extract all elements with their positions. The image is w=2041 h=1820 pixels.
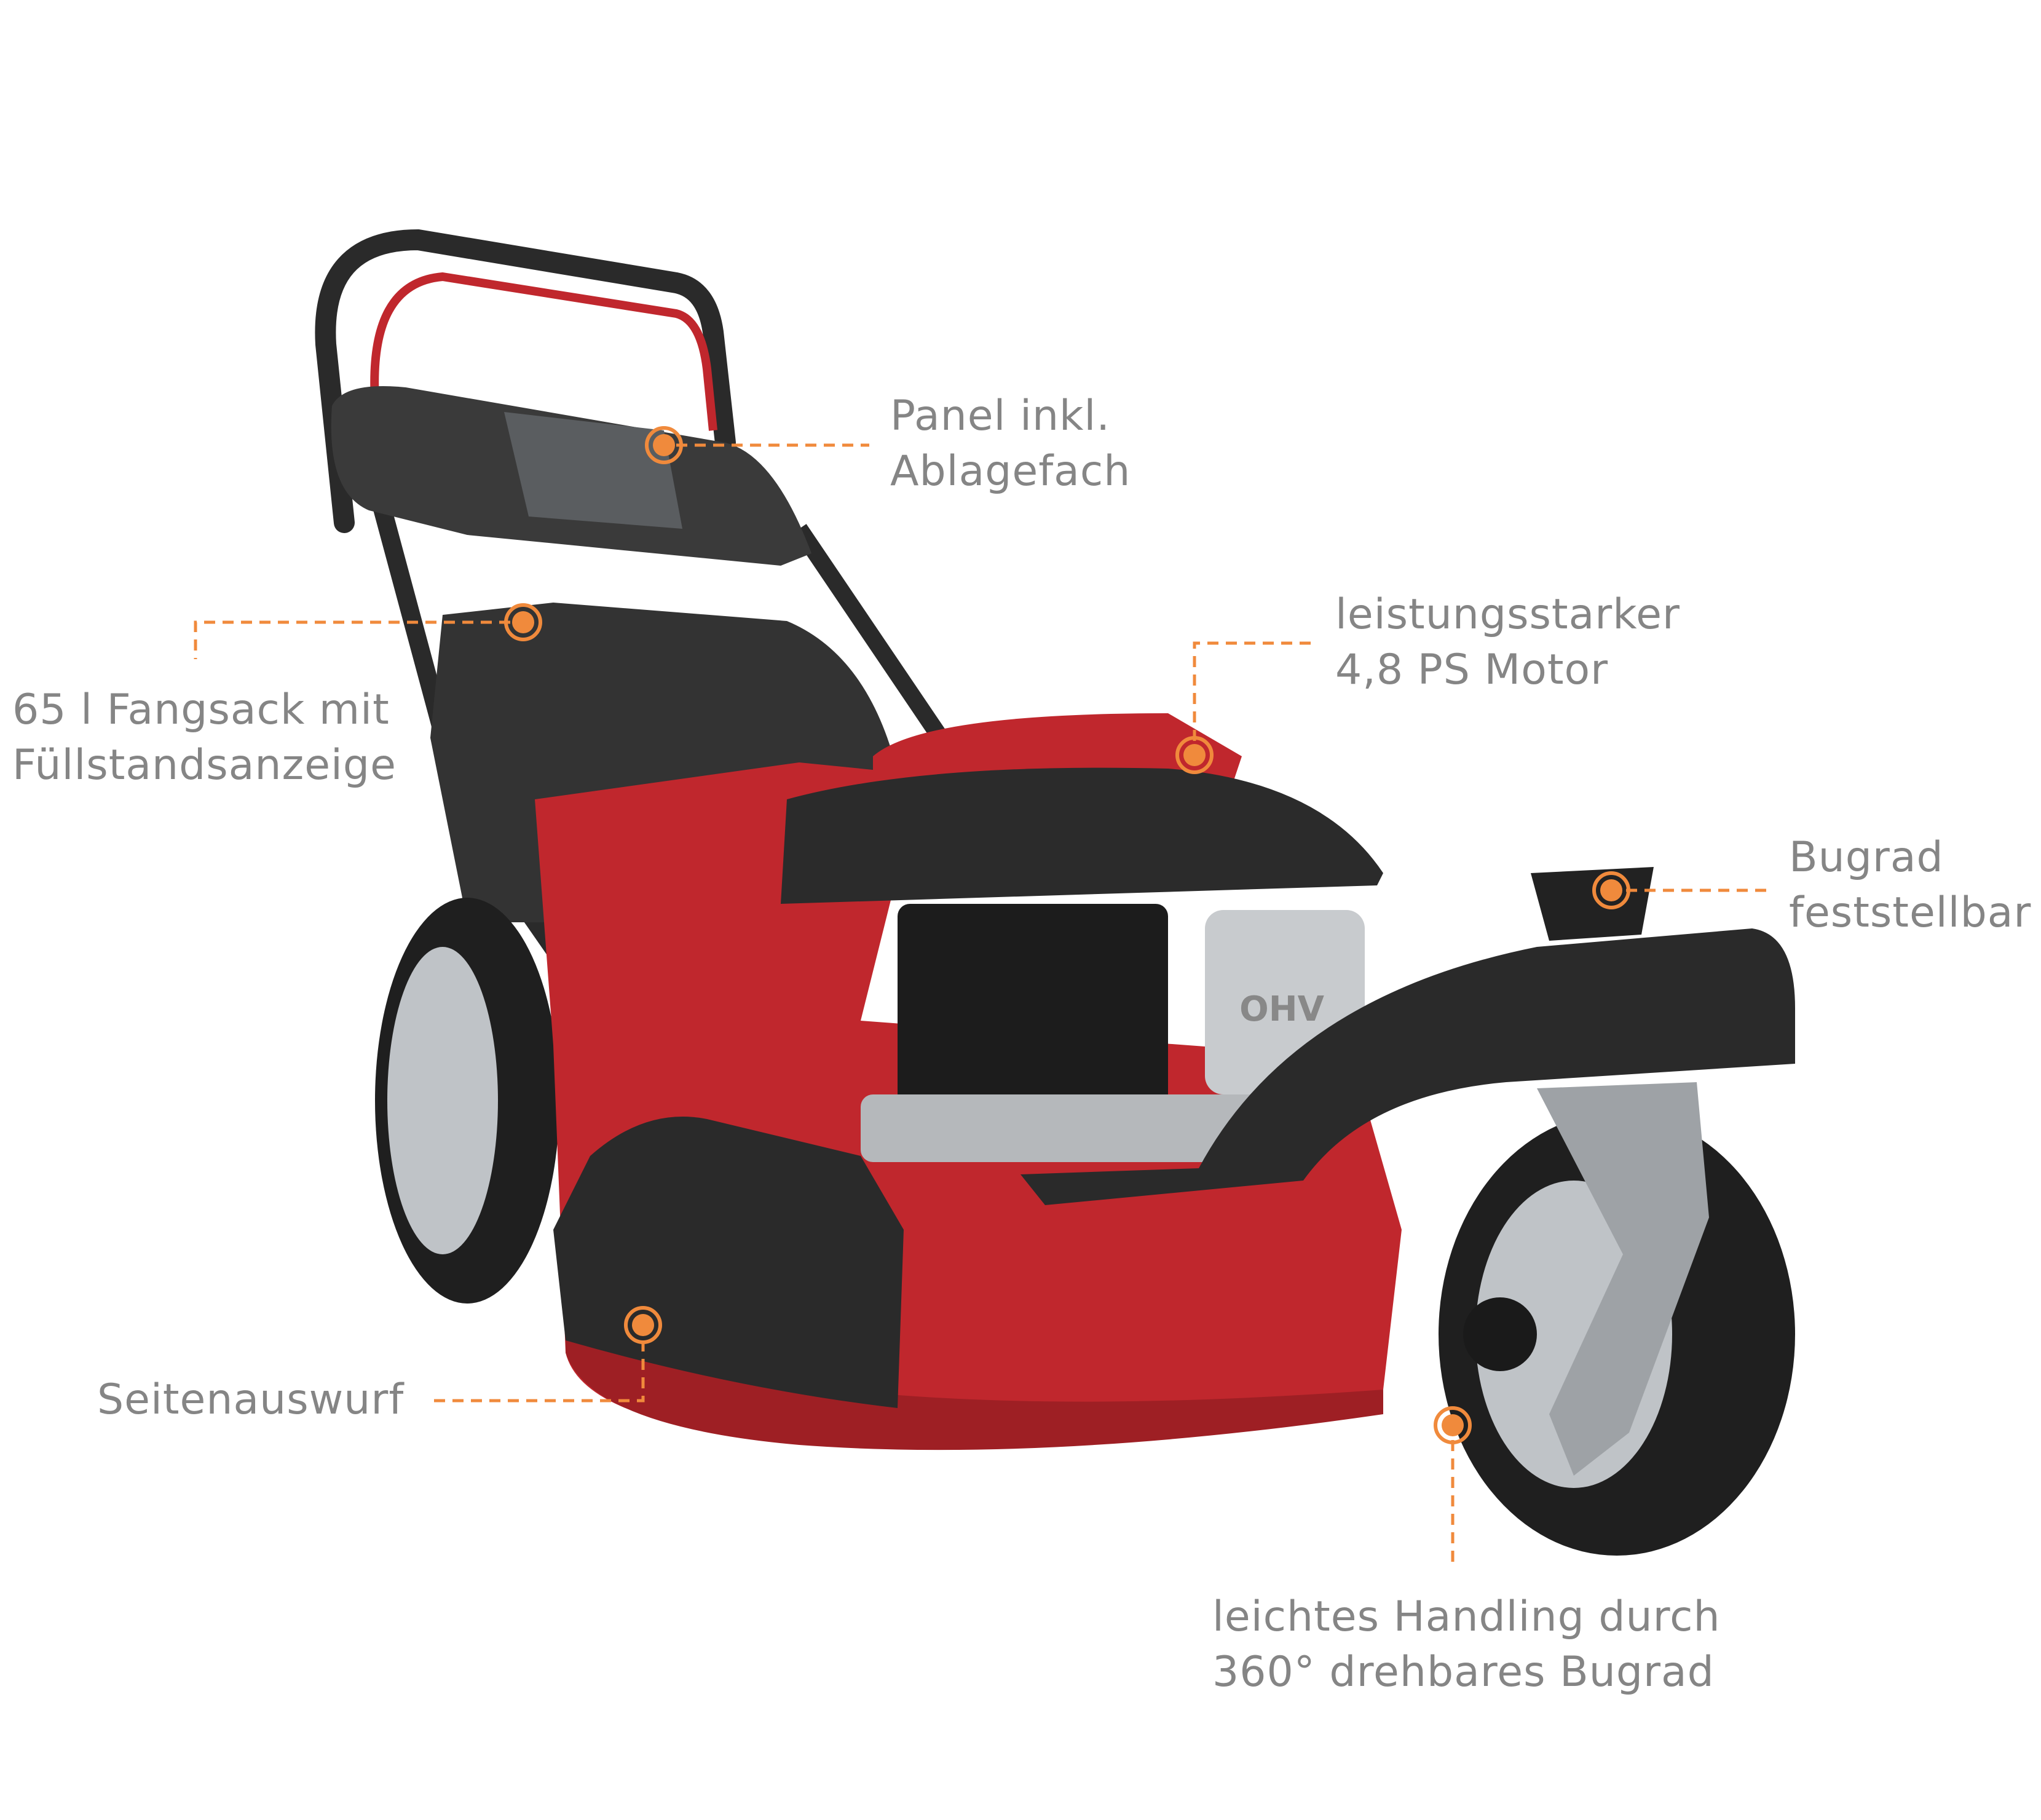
callout-label-panel: Panel inkl. Ablagefach <box>890 389 1131 499</box>
callout-lines <box>194 443 1767 1565</box>
engine-base <box>861 1094 1291 1162</box>
label-line: Panel inkl. <box>890 392 1110 440</box>
front-wheel-lock-knob <box>1531 867 1654 941</box>
marker-seitenauswurf <box>624 1306 662 1344</box>
label-line: 360° drehbares Bugrad <box>1212 1648 1715 1696</box>
front-wheel-bracket <box>1537 1082 1709 1476</box>
marker-motor <box>1175 736 1214 774</box>
label-line: 65 l Fangsack mit <box>12 686 390 734</box>
marker-panel <box>645 426 683 464</box>
deck-skirt <box>566 1322 1383 1450</box>
label-line: leistungsstarker <box>1335 590 1680 639</box>
handle-right-bar <box>792 524 948 743</box>
callout-label-handling: leichtes Handling durch 360° drehbares B… <box>1212 1589 1721 1700</box>
handle-red-lever <box>370 272 717 431</box>
wheel-lock-knob <box>1463 1297 1537 1371</box>
callout-label-seitenauswurf: Seitenauswurf <box>97 1372 404 1428</box>
label-line: leichtes Handling durch <box>1212 1593 1721 1641</box>
callout-label-bugrad: Bugrad feststellbar <box>1789 830 2031 941</box>
label-line: Ablagefach <box>890 447 1131 496</box>
label-line: Bugrad <box>1789 833 1944 882</box>
callout-label-fangsack: 65 l Fangsack mit Füllstandsanzeige <box>12 682 397 793</box>
callout-line-fangsack <box>194 620 510 659</box>
callout-label-motor: leistungsstarker 4,8 PS Motor <box>1335 587 1680 698</box>
callout-line-seitenauswurf <box>430 1340 645 1403</box>
marker-handling <box>1434 1406 1472 1444</box>
storage-compartment <box>504 412 682 529</box>
marker-bugrad <box>1592 871 1630 909</box>
label-line: Füllstandsanzeige <box>12 741 397 789</box>
engine-badge: OHV <box>1239 989 1324 1029</box>
label-line: Seitenauswurf <box>97 1375 405 1424</box>
callout-line-motor <box>1193 641 1314 741</box>
air-filter <box>898 904 1168 1107</box>
front-fender <box>1020 928 1795 1205</box>
handle-bar <box>315 229 736 533</box>
callout-markers <box>504 426 1630 1444</box>
label-line: 4,8 PS Motor <box>1335 646 1609 694</box>
marker-fangsack <box>504 603 542 641</box>
label-line: feststellbar <box>1789 888 2032 937</box>
engine-cover <box>781 767 1383 904</box>
rear-wheel-rim <box>387 947 498 1254</box>
